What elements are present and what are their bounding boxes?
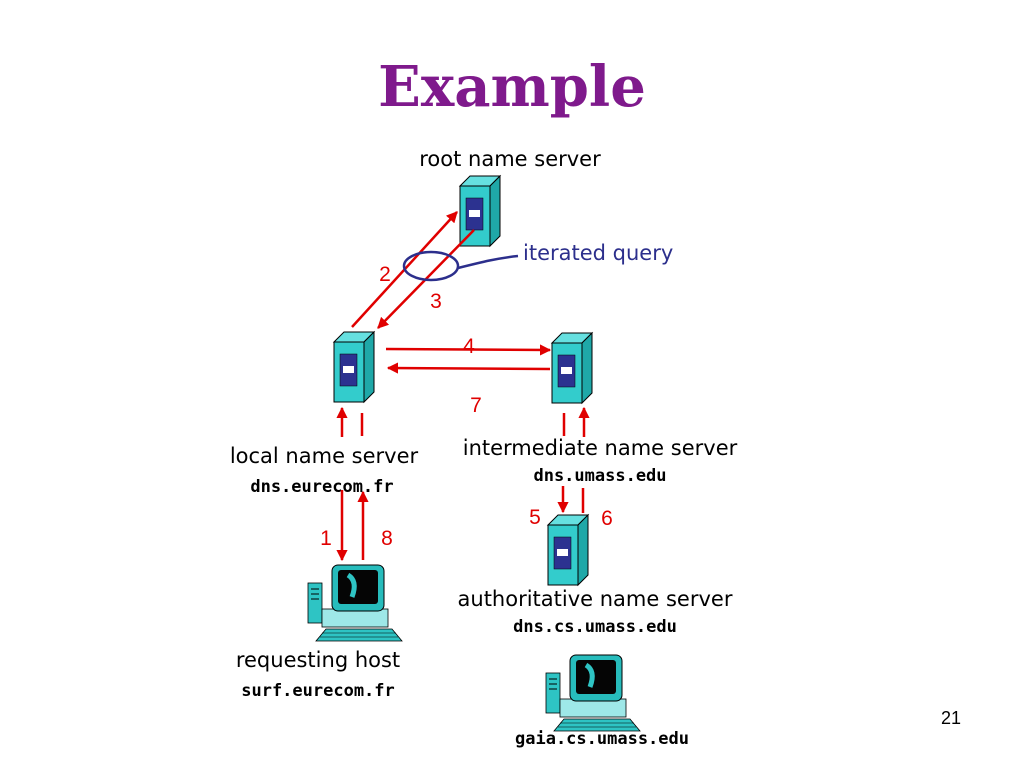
step-label-1: 1 — [320, 527, 332, 550]
iterated-query-highlight — [402, 250, 460, 282]
page-number: 21 — [941, 708, 961, 728]
step-label-3: 3 — [430, 290, 442, 313]
local-server-host: dns.eurecom.fr — [250, 477, 393, 497]
requesting-host-name: surf.eurecom.fr — [241, 681, 395, 701]
callout-leader-line — [457, 254, 519, 270]
target-host-name: gaia.cs.umass.edu — [515, 729, 689, 749]
step-label-7: 7 — [470, 394, 482, 417]
authoritative-server-host: dns.cs.umass.edu — [513, 617, 677, 637]
target-host-icon — [546, 655, 640, 731]
slide-title: Example — [378, 54, 646, 120]
authoritative-server-label: authoritative name server — [458, 587, 733, 611]
arrow-step-7 — [386, 362, 551, 374]
step-label-2: 2 — [379, 263, 391, 286]
intermediate-server-host: dns.umass.edu — [533, 466, 666, 486]
step-label-8: 8 — [381, 527, 393, 550]
intermediate-server-label: intermediate name server — [463, 436, 738, 460]
requesting-host-label: requesting host — [236, 648, 400, 672]
root-server-icon — [459, 175, 501, 247]
root-server-label: root name server — [419, 147, 601, 171]
requesting-host-icon — [308, 565, 402, 641]
iterated-query-label: iterated query — [523, 241, 673, 265]
step-label-5: 5 — [529, 506, 541, 529]
step-label-6: 6 — [601, 507, 613, 530]
local-server-label: local name server — [230, 444, 419, 468]
intermediate-server-icon — [551, 332, 593, 404]
arrow-step-4 — [385, 344, 552, 356]
authoritative-server-icon — [547, 514, 589, 586]
step-label-4: 4 — [463, 335, 475, 358]
local-server-icon — [333, 331, 375, 403]
